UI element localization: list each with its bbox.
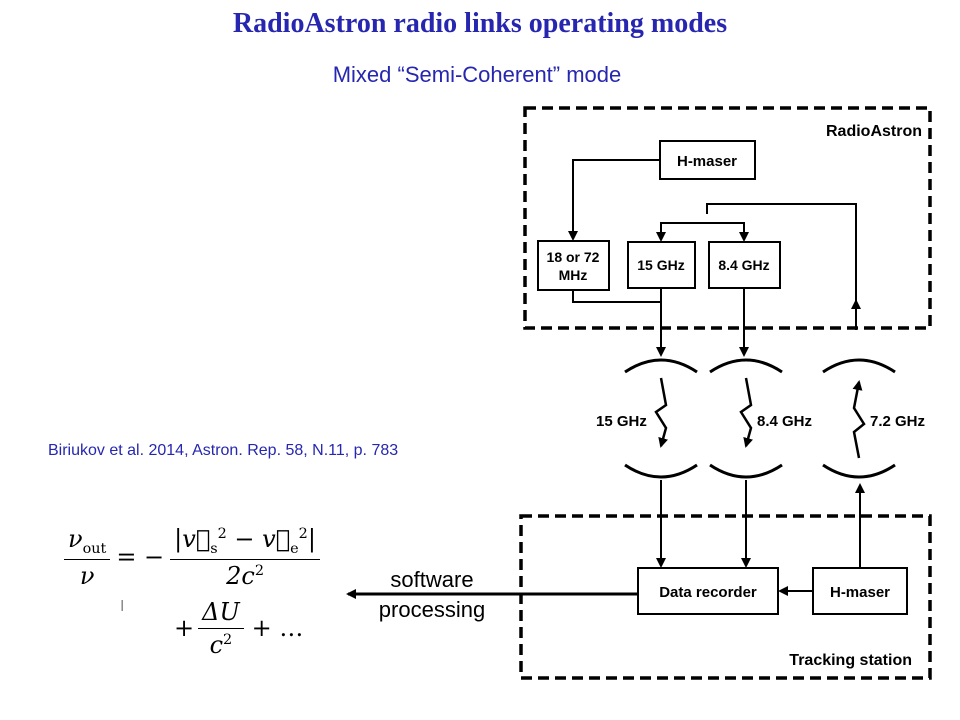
formula-row-1: νout ν = − |v⃗s2 − v⃗e2| 2c2 <box>64 525 320 590</box>
maser-to-reference-line <box>568 159 660 241</box>
slide-title: RadioAstron radio links operating modes <box>232 8 728 39</box>
link-84-label: 8.4 GHz <box>757 413 812 430</box>
software-processing-label: software processing <box>362 565 502 625</box>
potential-fraction: ΔU c2 <box>198 598 244 659</box>
velocity-denominator: 2c2 <box>226 561 264 590</box>
text-cursor-icon: I <box>120 598 125 615</box>
slide-subtitle: Mixed “Semi-Coherent” mode <box>332 62 622 87</box>
reference-label-line1: 18 or 72 <box>547 249 600 265</box>
lhs-denominator: ν <box>79 561 95 590</box>
uplink-feed-line <box>706 203 857 310</box>
antenna-top-84 <box>709 358 783 374</box>
box-84ghz-label: 8.4 GHz <box>718 257 769 273</box>
reference-to-15ghz-line <box>572 290 661 303</box>
link-zigzag-15 <box>654 377 668 448</box>
link-zigzag-84 <box>739 377 753 448</box>
lhs-fraction: νout ν <box>64 525 111 590</box>
antenna-bottom-72 <box>822 463 896 479</box>
split-bus <box>660 222 745 240</box>
potential-denominator: c2 <box>209 630 233 659</box>
formula-row-2: + ΔU c2 + … <box>174 598 320 659</box>
spacecraft-label: RadioAstron <box>826 123 922 140</box>
box-84ghz <box>708 241 781 289</box>
box-15ghz <box>627 241 696 289</box>
reference-label-line2: MHz <box>559 267 588 283</box>
plus-sign: + <box>174 614 195 643</box>
potential-numerator: ΔU <box>198 598 244 629</box>
antenna-top-15 <box>624 358 698 374</box>
link-zigzag-72 <box>852 380 866 459</box>
spacecraft-maser-box <box>659 140 756 180</box>
software-line2: processing <box>378 597 486 622</box>
citation: Biriukov et al. 2014, Astron. Rep. 58, N… <box>48 442 399 459</box>
antenna-top-72 <box>822 358 896 374</box>
link-15-label: 15 GHz <box>596 413 647 430</box>
link-72-label: 7.2 GHz <box>870 413 925 430</box>
station-maser-label: H-maser <box>830 584 890 601</box>
antenna-bottom-84 <box>709 463 783 479</box>
antenna-bottom-15 <box>624 463 698 479</box>
station-label: Tracking station <box>789 652 912 669</box>
equals-minus: = − <box>116 543 165 572</box>
trailing-dots: + … <box>251 614 304 643</box>
velocity-fraction: |v⃗s2 − v⃗e2| 2c2 <box>170 525 320 590</box>
box-15ghz-label: 15 GHz <box>637 257 684 273</box>
velocity-numerator: |v⃗s2 − v⃗e2| <box>170 525 320 560</box>
spacecraft-boundary <box>523 106 932 330</box>
recorder-label: Data recorder <box>659 584 757 601</box>
lhs-numerator: νout <box>64 525 111 560</box>
doppler-formula: νout ν = − |v⃗s2 − v⃗e2| 2c2 + ΔU c2 + … <box>64 525 320 659</box>
spacecraft-maser-label: H-maser <box>677 153 737 170</box>
station-boundary <box>519 514 932 680</box>
software-line1: software <box>390 567 474 592</box>
